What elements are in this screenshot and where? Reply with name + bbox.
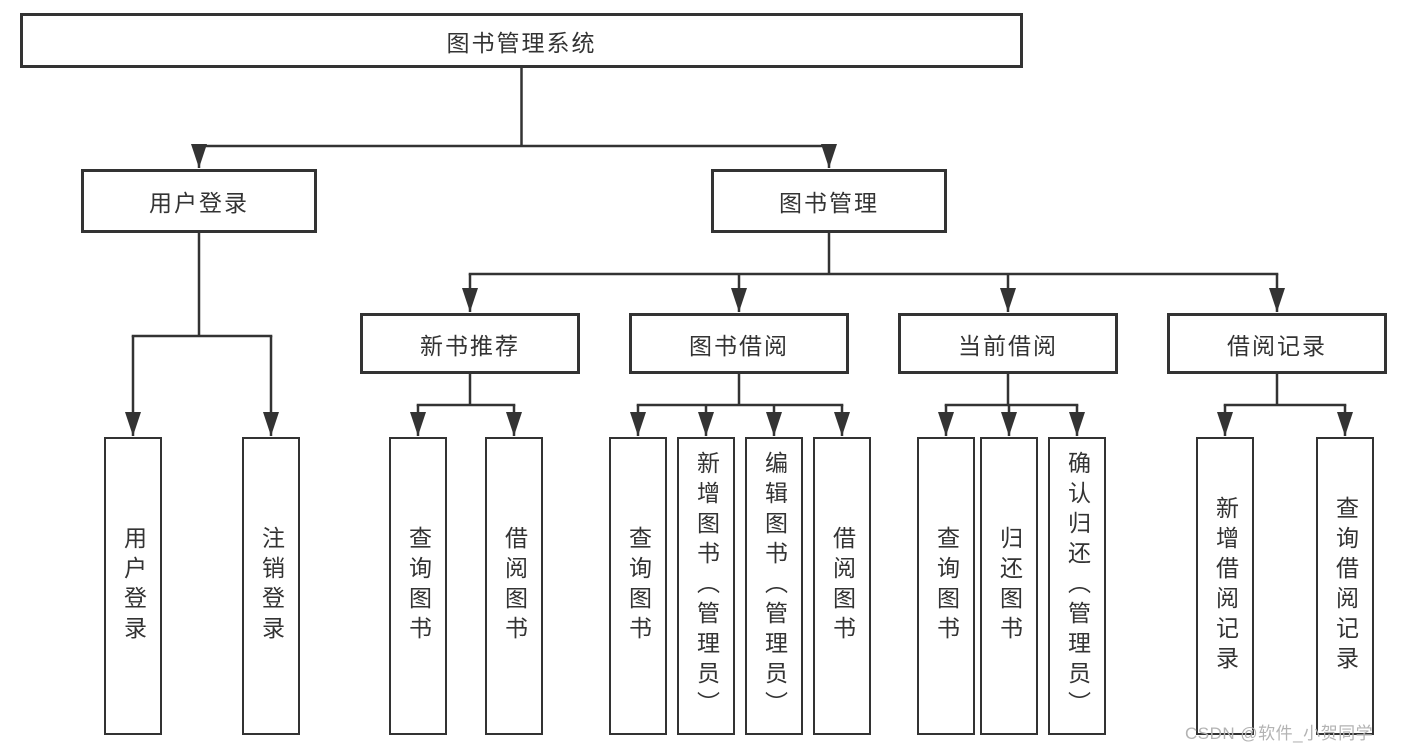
node-new-book-recommend: 新书推荐 (360, 313, 580, 374)
leaf-return-book: 归还图书 (980, 437, 1038, 735)
node-user-login: 用户登录 (81, 169, 317, 233)
leaf-edit-book-admin: 编辑图书（管理员） (745, 437, 803, 735)
connector-current-borrow-children (938, 374, 1085, 436)
leaf-add-book-admin: 新增图书（管理员） (677, 437, 735, 735)
leaf-query-books-recommend: 查询图书 (389, 437, 447, 735)
leaf-user-login: 用户登录 (104, 437, 162, 735)
connector-root-to-level2 (191, 68, 837, 168)
leaf-query-books-current: 查询图书 (917, 437, 975, 735)
connector-user-login-children (125, 233, 279, 436)
leaf-add-borrow-record: 新增借阅记录 (1196, 437, 1254, 735)
leaf-logout: 注销登录 (242, 437, 300, 735)
leaf-query-borrow-record: 查询借阅记录 (1316, 437, 1374, 735)
leaf-confirm-return-admin: 确认归还（管理员） (1048, 437, 1106, 735)
connector-new-book-children (410, 374, 522, 436)
leaf-query-books-borrowing: 查询图书 (609, 437, 667, 735)
node-book-management: 图书管理 (711, 169, 947, 233)
connector-book-mgmt-to-level3 (462, 233, 1285, 312)
node-borrow-records: 借阅记录 (1167, 313, 1387, 374)
node-library-system: 图书管理系统 (20, 13, 1023, 68)
connector-book-borrow-children (630, 374, 850, 436)
csdn-watermark: CSDN @软件_小贺同学 (1185, 724, 1374, 743)
node-book-borrowing: 图书借阅 (629, 313, 849, 374)
connector-borrow-record-children (1217, 374, 1353, 436)
leaf-borrow-books-recommend: 借阅图书 (485, 437, 543, 735)
node-current-borrowing: 当前借阅 (898, 313, 1118, 374)
leaf-borrow-books-borrowing: 借阅图书 (813, 437, 871, 735)
